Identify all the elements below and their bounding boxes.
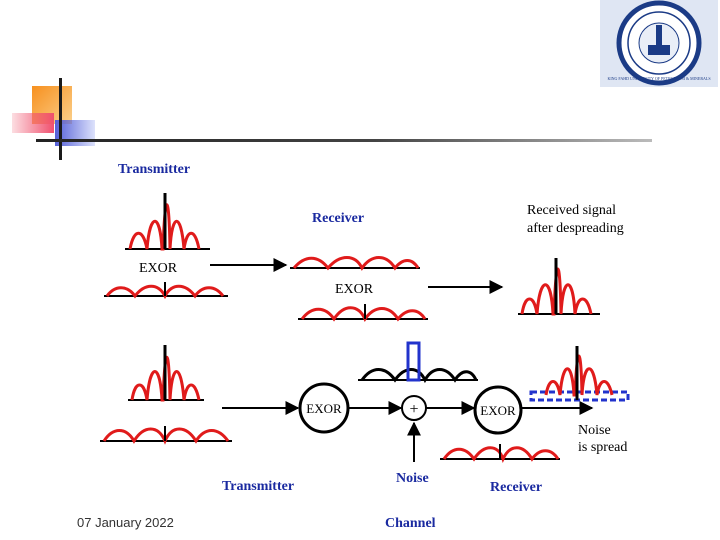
top-exor-rx-label: EXOR [335,282,374,297]
logo-text: KING FAHD UNIVERSITY OF PETROLEUM & MINE… [607,76,710,81]
slide-decoration-vline [59,78,62,160]
tx-narrowband-spectrum-top [125,193,210,251]
slide-decoration-red [12,113,54,133]
noise-label: Noise [396,471,429,486]
tx-spread-spectrum-bottom [100,426,232,445]
exor-rx-block: EXOR [473,385,523,435]
adder-plus-label: + [409,401,418,418]
channel-spectrum-with-interferer [358,341,478,384]
rx-despread-input-top [298,304,428,322]
bottom-exor-tx-label: EXOR [306,401,342,416]
received-despread-spectrum-top [518,258,600,316]
adder-block: + [401,395,427,421]
tx-narrowband-spectrum-bottom [128,345,204,402]
noise-spread-label-line2: is spread [578,440,627,455]
top-transmitter-label: Transmitter [118,162,190,177]
rx-spread-spectrum-bottom [440,444,560,464]
received-signal-label-line2: after despreading [527,221,624,236]
footer-date: 07 January 2022 [77,515,174,530]
top-exor-tx-label: EXOR [139,261,178,276]
bottom-exor-rx-label: EXOR [480,403,516,418]
noise-spread-label-line1: Noise [578,423,611,438]
received-signal-label-line1: Received signal [527,203,616,218]
exor-tx-block: EXOR [298,382,350,434]
title-underline [36,139,652,142]
channel-label: Channel [385,516,436,531]
bottom-transmitter-label: Transmitter [222,479,294,494]
output-despread-spectrum-bottom [529,346,630,402]
rx-spread-spectrum-top [290,256,420,271]
bottom-receiver-label: Receiver [490,480,542,495]
university-logo: KING FAHD UNIVERSITY OF PETROLEUM & MINE… [600,0,718,87]
top-receiver-label: Receiver [312,211,364,226]
tx-spread-spectrum-top [104,282,228,300]
